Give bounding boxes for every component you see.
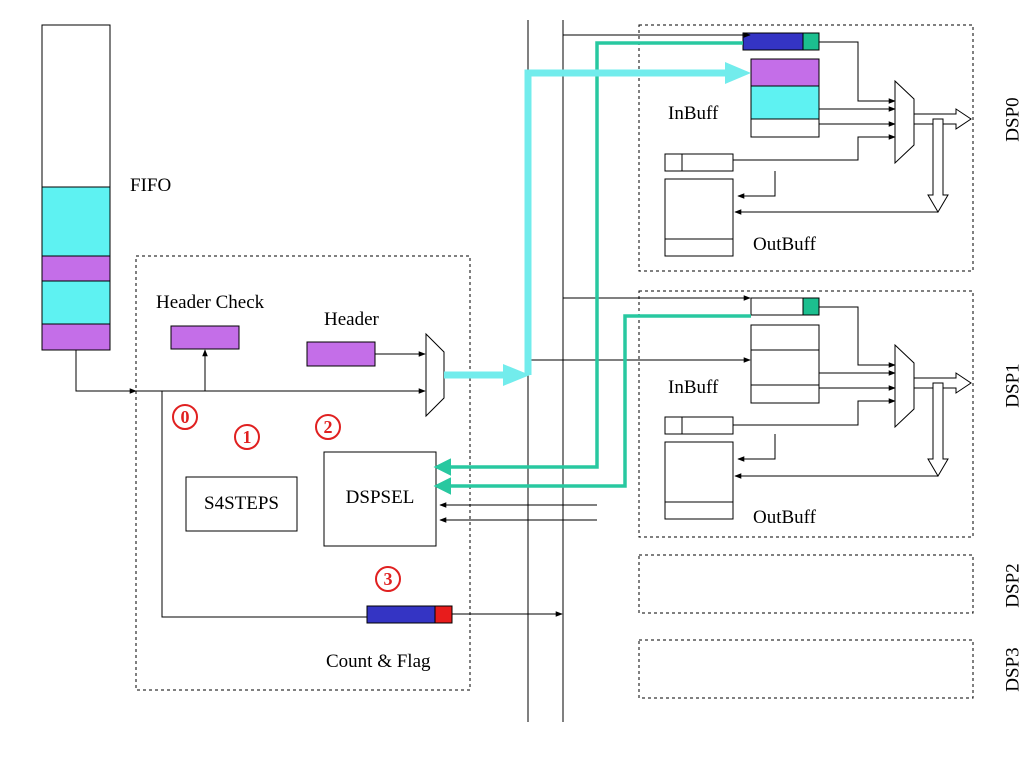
dsp0-internals <box>563 32 972 257</box>
cyan-arrow-seg2 <box>524 69 727 375</box>
dsp0-count-register <box>742 32 804 51</box>
dsp1-inbuff <box>750 324 820 404</box>
dsp1-box <box>638 290 974 538</box>
dsp1-count-register <box>750 297 804 316</box>
dsp0-outbuff-label: OutBuff <box>753 234 816 255</box>
step-2-marker: 2 <box>315 414 341 440</box>
header-box <box>306 341 376 367</box>
header-check-label: Header Check <box>156 292 265 313</box>
s4steps-label: S4STEPS <box>204 493 279 514</box>
count-flag-label: Count & Flag <box>326 651 431 672</box>
dsp0-mux <box>894 79 915 165</box>
dsp0-flag-feedback <box>433 41 743 476</box>
cyan-arrow-head2 <box>725 62 751 84</box>
step-1-marker: 1 <box>234 424 260 450</box>
fifo-label: FIFO <box>130 175 172 196</box>
dspsel-label: DSPSEL <box>345 487 415 508</box>
dsp1-flag-register <box>802 297 820 316</box>
dsp1-mux <box>894 343 915 429</box>
header-label: Header <box>324 309 379 330</box>
dsp2-label: DSP2 <box>1002 563 1024 608</box>
dsp0-flag-register <box>802 32 820 51</box>
fifo-stack <box>41 24 111 351</box>
cyan-arrow-head1 <box>503 364 530 386</box>
dsp0-outbuff-register <box>664 153 734 172</box>
count-line <box>161 391 367 618</box>
dsp1-outbuff-label: OutBuff <box>753 507 816 528</box>
dsp1-internals <box>528 295 972 520</box>
dsp2-box <box>638 554 974 614</box>
count-register <box>366 605 436 624</box>
fifo-output-line <box>75 350 137 394</box>
dsp0-box <box>638 24 974 272</box>
dsp0-outbuff <box>664 178 734 257</box>
fifo-cell-header <box>41 255 111 282</box>
fifo-cell-header <box>41 323 111 351</box>
dsp1-label: DSP1 <box>1002 363 1024 408</box>
dsp1-inbuff-label: InBuff <box>668 377 719 398</box>
dsp1-flag-feedback <box>433 314 751 495</box>
fifo-cell-data <box>41 186 111 257</box>
header-check-box <box>170 325 240 350</box>
dsp0-label: DSP0 <box>1002 97 1024 142</box>
flag-register <box>434 605 453 624</box>
dsp0-down-arrow <box>927 118 949 213</box>
controller-mux <box>425 332 445 418</box>
dsp3-label: DSP3 <box>1002 647 1024 692</box>
fifo-cell-data <box>41 280 111 325</box>
dsp3-box <box>638 639 974 699</box>
step-0-marker: 0 <box>172 404 198 430</box>
dsp1-outbuff-register <box>664 416 734 435</box>
dsp1-outbuff <box>664 441 734 520</box>
step-3-marker: 3 <box>375 566 401 592</box>
s4steps-box <box>185 476 298 532</box>
dsp1-down-arrow <box>927 382 949 477</box>
dspsel-box <box>323 451 437 547</box>
dsp0-inbuff-label: InBuff <box>668 103 719 124</box>
